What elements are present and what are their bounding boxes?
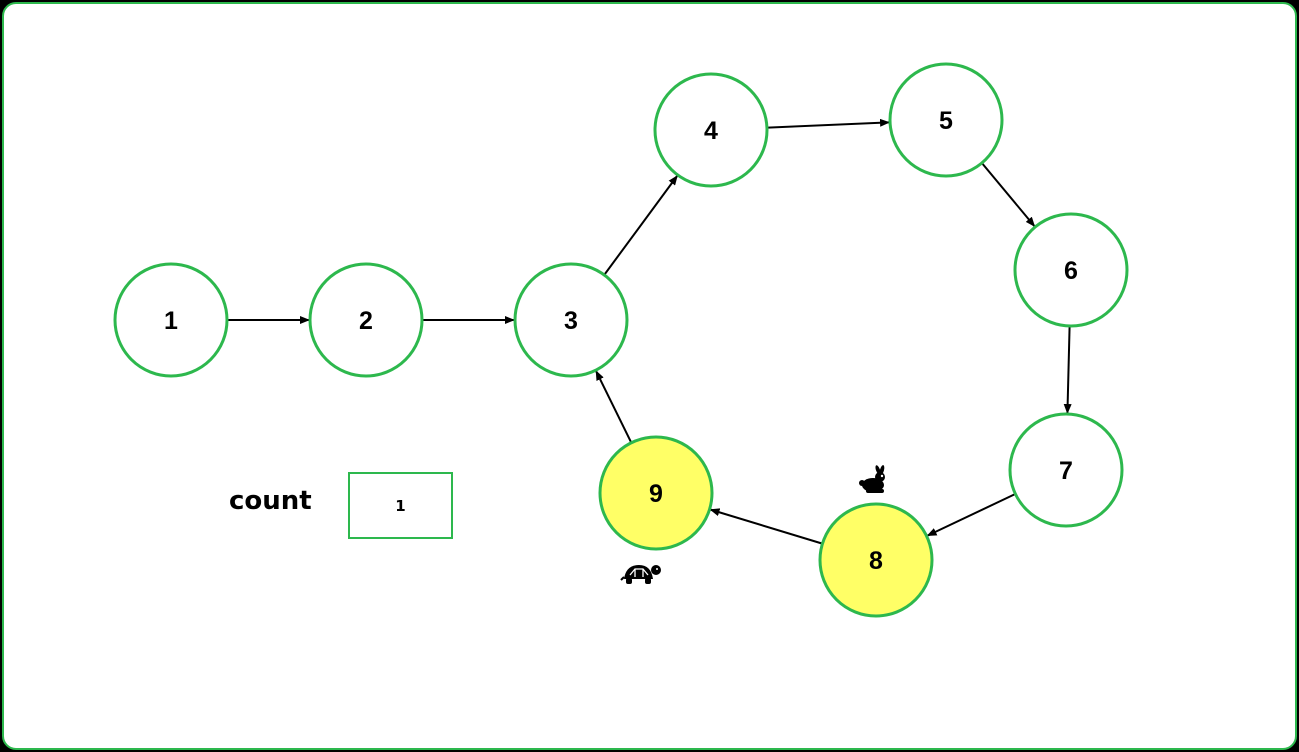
node-4: 4 xyxy=(653,72,769,188)
node-2: 2 xyxy=(308,262,424,378)
edge-5-to-6 xyxy=(981,163,1036,227)
node-circle xyxy=(513,262,629,378)
tortoise-icon xyxy=(620,565,661,584)
edge-9-to-3 xyxy=(595,370,632,443)
node-label: 4 xyxy=(704,117,718,145)
node-9: 9 xyxy=(598,435,714,551)
node-label: 6 xyxy=(1064,257,1078,285)
node-label: 3 xyxy=(564,307,578,335)
edge-6-to-7 xyxy=(1063,326,1072,415)
node-label: 7 xyxy=(1059,457,1073,485)
node-circle xyxy=(308,262,424,378)
node-circle xyxy=(1008,412,1124,528)
edge-7-to-8 xyxy=(926,493,1015,537)
count-value: 1 xyxy=(395,496,406,515)
node-circle xyxy=(818,502,934,618)
node-8: 8 xyxy=(818,502,934,618)
node-label: 5 xyxy=(939,107,953,135)
node-label: 8 xyxy=(869,547,883,575)
nodes: 1 2 3 4 5 6 7 8 9 xyxy=(113,62,1129,618)
node-circle xyxy=(653,72,769,188)
node-label: 1 xyxy=(164,307,178,335)
node-circle xyxy=(888,62,1004,178)
node-circle xyxy=(598,435,714,551)
node-7: 7 xyxy=(1008,412,1124,528)
node-1: 1 xyxy=(113,262,229,378)
node-5: 5 xyxy=(888,62,1004,178)
node-label: 9 xyxy=(649,480,663,508)
node-circle xyxy=(1013,212,1129,328)
node-3: 3 xyxy=(513,262,629,378)
node-circle xyxy=(113,262,229,378)
edges xyxy=(228,118,1072,545)
edge-4-to-5 xyxy=(767,118,891,129)
count-label: count xyxy=(229,486,312,516)
edge-3-to-4 xyxy=(604,175,678,275)
node-label: 2 xyxy=(359,307,373,335)
node-6: 6 xyxy=(1013,212,1129,328)
rabbit-icon xyxy=(859,465,885,493)
count-value-box: 1 xyxy=(348,472,453,539)
edge-8-to-9 xyxy=(709,508,822,545)
